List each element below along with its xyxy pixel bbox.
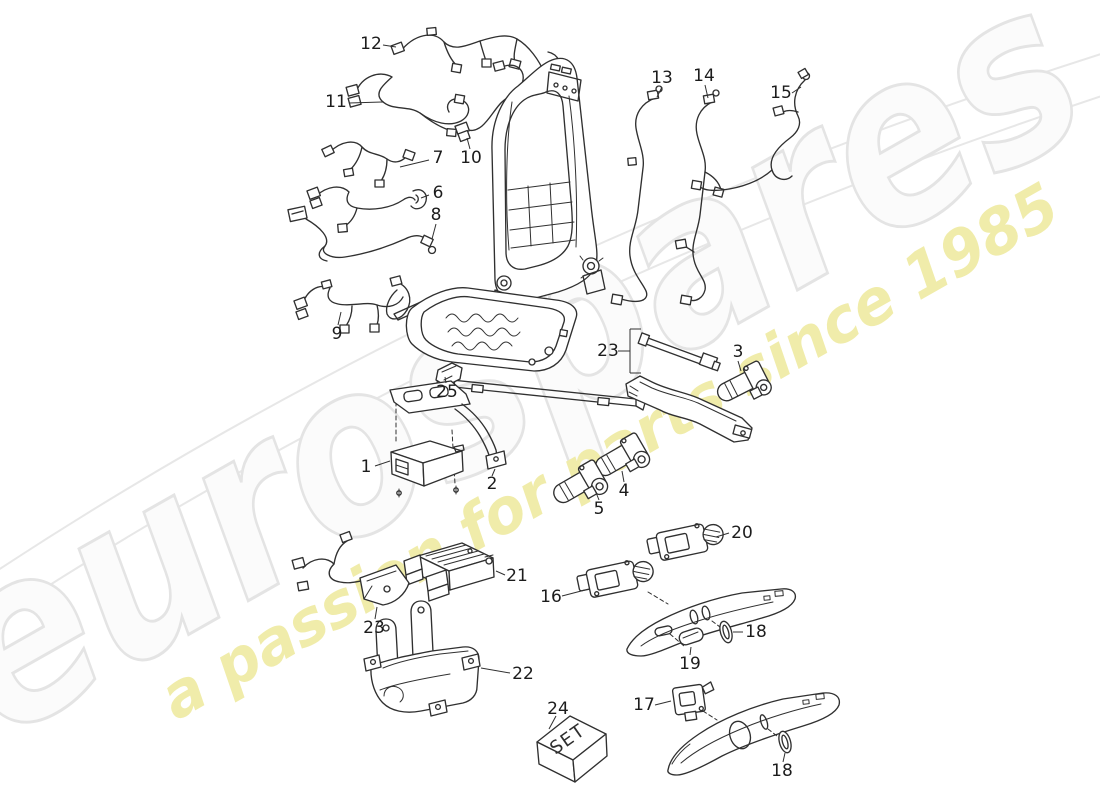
mounting-bracket-2 (389, 380, 507, 470)
callout-1-label: 1 (361, 457, 372, 477)
trim-ring-18-lower (778, 730, 792, 754)
trim-cap-19 (678, 627, 704, 646)
harness-14 (674, 89, 725, 306)
callout-1: 1 (361, 457, 391, 477)
dashed-link-17-panel (702, 710, 718, 721)
callout-6: 6 (420, 183, 444, 203)
callout-23-lower-label: 23 (363, 618, 385, 638)
callout-22-label: 22 (512, 664, 534, 684)
callout-17: 17 (633, 695, 672, 715)
callout-10: 10 (460, 137, 482, 168)
callout-18-lower: 18 (771, 752, 793, 781)
callout-18-upper-label: 18 (745, 622, 767, 642)
callout-19-label: 19 (679, 654, 701, 674)
control-module-21 (403, 542, 495, 602)
callout-18-lower-label: 18 (771, 761, 793, 781)
callout-14-label: 14 (693, 66, 715, 86)
callout-16-label: 16 (540, 587, 562, 607)
callout-5: 5 (594, 489, 605, 519)
backrest-frame (491, 57, 606, 312)
callout-3: 3 (733, 342, 744, 372)
callout-4: 4 (619, 470, 630, 501)
harness-9 (293, 275, 411, 334)
callout-16: 16 (540, 587, 586, 607)
dashed-link-16-panel (647, 591, 669, 605)
callout-13-label: 13 (651, 68, 673, 88)
callout-8: 8 (431, 205, 442, 240)
seat-switch-16 (576, 560, 654, 598)
callout-20: 20 (715, 523, 753, 543)
harness-8 (287, 205, 437, 262)
support-bracket-22 (363, 600, 481, 717)
callout-9: 9 (332, 311, 343, 344)
callout-6-label: 6 (433, 183, 444, 203)
callout-13: 13 (651, 68, 673, 98)
callout-11: 11 (325, 92, 385, 112)
callout-7-label: 7 (433, 148, 444, 168)
callout-11-label: 11 (325, 92, 347, 112)
callout-23-upper-label: 23 (597, 341, 619, 361)
callout-2: 2 (487, 468, 498, 494)
control-module-1 (390, 401, 465, 498)
callout-12: 12 (360, 34, 397, 54)
callout-3-label: 3 (733, 342, 744, 362)
callout-layer: 12 11 7 10 6 8 9 13 (325, 34, 802, 781)
callout-21: 21 (495, 566, 528, 586)
harness-23 (291, 530, 410, 606)
harness-11 (345, 73, 470, 138)
callout-17-label: 17 (633, 695, 655, 715)
callout-23-upper: 23 (597, 328, 641, 374)
callout-21-label: 21 (506, 566, 528, 586)
callout-15-label: 15 (770, 83, 792, 103)
motor-4 (595, 432, 651, 477)
harness-15 (690, 67, 811, 192)
callout-19: 19 (679, 646, 701, 674)
callout-25: 25 (436, 376, 458, 402)
callout-25-label: 25 (436, 382, 458, 402)
callout-14: 14 (693, 66, 715, 99)
seat-switch-17 (671, 681, 715, 722)
motor-3 (716, 360, 772, 402)
callout-22: 22 (480, 664, 534, 684)
callout-2-label: 2 (487, 474, 498, 494)
rod-and-bracket-23 (625, 332, 753, 443)
seat-switch-20 (646, 523, 724, 561)
callout-15: 15 (770, 83, 802, 103)
trim-ring-18-upper (719, 620, 733, 644)
callout-5-label: 5 (594, 499, 605, 519)
callout-7: 7 (399, 148, 444, 168)
callout-10-label: 10 (460, 148, 482, 168)
trim-panel-lower (667, 692, 841, 776)
callout-23-lower: 23 (363, 606, 385, 638)
callout-9-label: 9 (332, 324, 343, 344)
callout-18-upper: 18 (733, 622, 767, 642)
set-box-24: SET (536, 715, 608, 783)
callout-8-label: 8 (431, 205, 442, 225)
callout-20-label: 20 (731, 523, 753, 543)
harness-7 (321, 141, 416, 188)
trim-panel-upper (626, 588, 797, 657)
callout-12-label: 12 (360, 34, 382, 54)
harness-13 (610, 85, 663, 306)
drawing-layer: SET (287, 26, 841, 783)
callout-24-label: 24 (547, 699, 569, 719)
callout-4-label: 4 (619, 481, 630, 501)
harness-6 (306, 186, 428, 234)
callout-24: 24 (547, 699, 569, 730)
